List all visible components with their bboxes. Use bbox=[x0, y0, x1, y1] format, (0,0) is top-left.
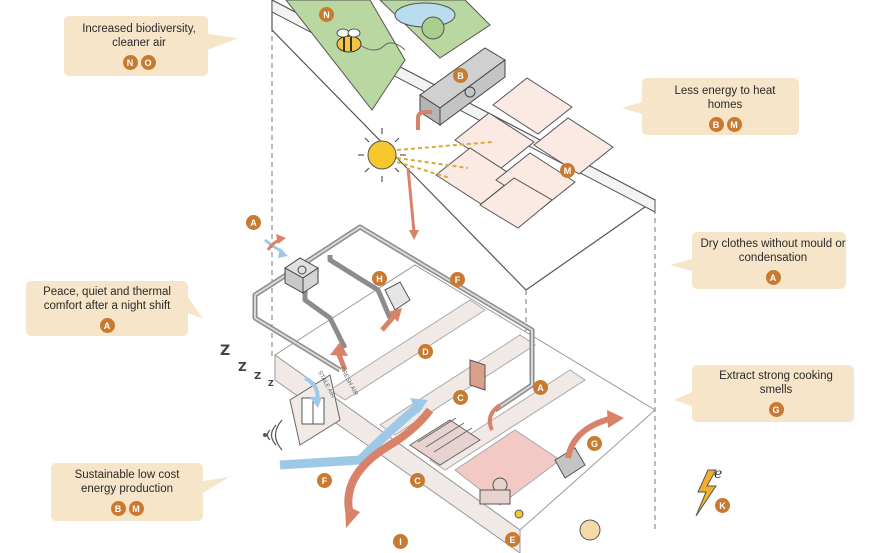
badge: M bbox=[128, 501, 144, 516]
building-floor bbox=[274, 264, 656, 553]
map-badge-n: N bbox=[319, 7, 334, 22]
badge: A bbox=[99, 318, 115, 333]
callout-clothes: Dry clothes without mould or condensatio… bbox=[700, 236, 846, 286]
map-badge-f1: F bbox=[450, 272, 465, 287]
sun-icon bbox=[358, 128, 406, 182]
map-badge-b: B bbox=[453, 68, 468, 83]
callout-text: Increased biodiversity, cleaner air bbox=[82, 23, 196, 49]
bee-icon bbox=[336, 28, 406, 53]
badge: B bbox=[110, 501, 126, 516]
badge: N bbox=[122, 55, 138, 70]
map-badge-g: G bbox=[587, 436, 602, 451]
lightning-icon bbox=[695, 469, 717, 517]
callout-text: Less energy to heat homes bbox=[674, 85, 776, 111]
map-badge-e: E bbox=[505, 532, 520, 547]
callout-text: Sustainable low cost energy production bbox=[74, 469, 180, 495]
solar-panels bbox=[435, 77, 614, 229]
badge: A bbox=[765, 270, 781, 285]
map-badge-c1: C bbox=[453, 390, 468, 405]
map-badge-d: D bbox=[418, 344, 433, 359]
map-badge-h: H bbox=[372, 271, 387, 286]
map-badge-a2: A bbox=[533, 380, 548, 395]
callout-text: Peace, quiet and thermal comfort after a… bbox=[43, 286, 171, 312]
callout-quiet: Peace, quiet and thermal comfort after a… bbox=[30, 284, 184, 334]
map-badge-k: K bbox=[715, 498, 730, 513]
map-badge-i: I bbox=[393, 534, 408, 549]
callout-text: Dry clothes without mould or condensatio… bbox=[700, 238, 846, 264]
sleep-z-2: Z bbox=[238, 360, 247, 374]
badge: O bbox=[140, 55, 156, 70]
badge: B bbox=[708, 117, 724, 132]
badge: G bbox=[768, 402, 784, 417]
sun-rays bbox=[396, 141, 493, 179]
sleep-z-3: Z bbox=[254, 371, 262, 382]
badge: M bbox=[726, 117, 742, 132]
callout-biodiversity: Increased biodiversity, cleaner air N O bbox=[70, 20, 208, 72]
callout-energy: Sustainable low cost energy production B… bbox=[57, 466, 197, 518]
callout-text: Extract strong cooking smells bbox=[719, 370, 833, 396]
electric-label: e bbox=[714, 466, 722, 482]
map-badge-c2: C bbox=[410, 473, 425, 488]
heat-down-arrow bbox=[406, 167, 416, 233]
callout-heat: Less energy to heat homes B M bbox=[660, 83, 790, 133]
callout-bubbles bbox=[26, 16, 854, 521]
noise-waves-icon bbox=[266, 419, 283, 451]
map-badge-m: M bbox=[560, 163, 575, 178]
callout-cooking: Extract strong cooking smells G bbox=[704, 368, 848, 418]
map-badge-a1: A bbox=[246, 215, 261, 230]
map-badge-f2: F bbox=[317, 473, 332, 488]
sleep-z-4: Z bbox=[268, 379, 274, 388]
mvhr-unit bbox=[284, 257, 319, 294]
sleep-z-1: Z bbox=[220, 343, 231, 359]
airflow-arrows bbox=[264, 234, 624, 528]
green-roof-left bbox=[285, 0, 406, 111]
stairs bbox=[409, 419, 481, 466]
